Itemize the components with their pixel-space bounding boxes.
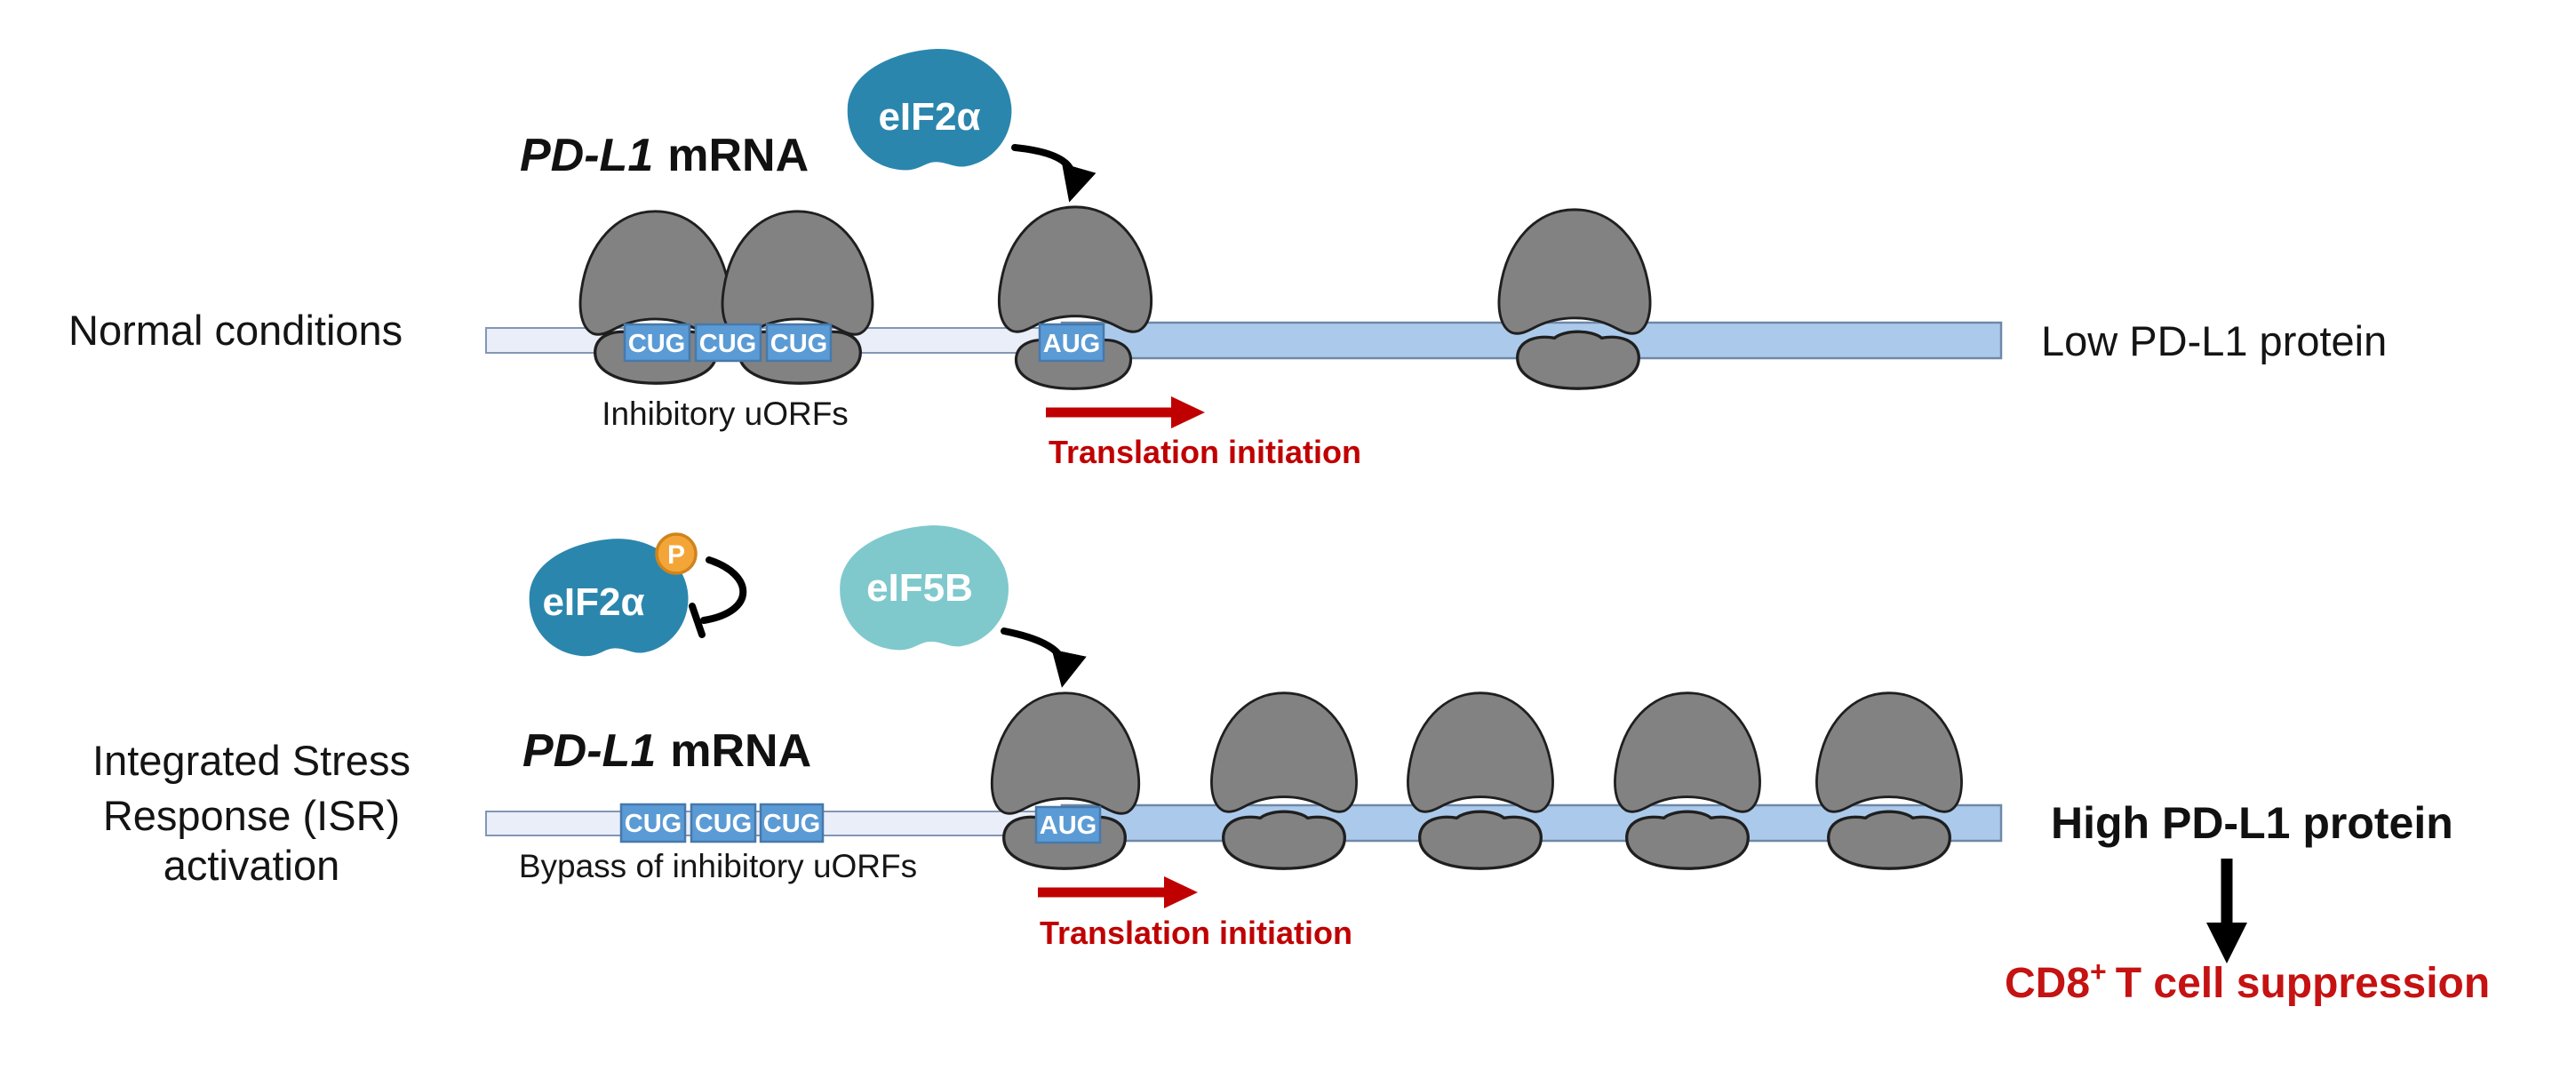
translation-initiation-caption-bottom: Translation initiation	[1040, 915, 1352, 951]
translation-arrowhead-bottom	[1164, 876, 1198, 908]
cug-box	[765, 323, 833, 363]
ribosome	[1624, 810, 1751, 870]
cug-label: CUG	[699, 330, 756, 358]
inhibitory-uorfs-caption: Inhibitory uORFs	[602, 396, 849, 432]
eif5b-delivery-arrow	[1001, 627, 1087, 688]
cug-box	[759, 803, 825, 843]
cug-label: CUG	[763, 810, 820, 838]
inhibition-arc	[700, 556, 747, 624]
translation-arrowhead-top	[1171, 396, 1205, 428]
ribosome	[721, 210, 874, 336]
ribosome	[1515, 330, 1641, 390]
cd8-rest: T cell suppression	[2116, 960, 2490, 1007]
ribosome	[1417, 810, 1543, 870]
ribosome	[1407, 691, 1554, 813]
aug-box	[1038, 323, 1105, 363]
uorf-codon-boxes-bottom: CUG CUG CUG	[619, 803, 825, 843]
ribosome	[1221, 810, 1347, 870]
cd8-t-cell-suppression-label: CD8+ T cell suppression	[2005, 955, 2490, 1007]
isr-label-line3: activation	[163, 842, 340, 889]
mrna-word: mRNA	[667, 130, 809, 181]
phosphate-label: P	[667, 540, 685, 570]
ribosome	[1497, 208, 1652, 335]
cug-box	[619, 803, 687, 843]
cd8-prefix: CD8	[2005, 960, 2090, 1007]
ribosome	[1614, 691, 1761, 813]
ribosome	[1815, 691, 1963, 813]
cug-label: CUG	[770, 330, 827, 358]
cug-label: CUG	[625, 810, 682, 838]
cug-box	[690, 803, 757, 843]
inhibition-tbar	[689, 603, 706, 638]
eif2a-label: eIF2α	[878, 95, 980, 139]
aug-label: AUG	[1043, 330, 1100, 358]
translation-initiation-caption-top: Translation initiation	[1049, 434, 1361, 470]
ribosome	[990, 691, 1141, 815]
phosphate-circle	[655, 532, 698, 575]
aug-box	[1034, 805, 1102, 844]
low-pdl1-protein-label: Low PD-L1 protein	[2041, 317, 2387, 364]
ribosome	[578, 210, 732, 336]
high-pdl1-protein-label: High PD-L1 protein	[2051, 798, 2453, 848]
gene-name: PD-L1	[522, 725, 656, 777]
cug-label: CUG	[695, 810, 752, 838]
eif2a-delivery-arrow	[1011, 144, 1097, 203]
pdl1-mrna-label-bottom: PD-L1 mRNA	[522, 725, 811, 777]
eif2a-phospho-label: eIF2α	[542, 580, 644, 624]
cug-label: CUG	[628, 330, 685, 358]
gene-name: PD-L1	[520, 130, 653, 181]
isr-condition-label: Integrated Stress Response (ISR) activat…	[92, 737, 411, 889]
uorf-codon-boxes-top: CUG CUG CUG	[623, 323, 833, 363]
aug-label: AUG	[1040, 811, 1097, 840]
eif5b-label: eIF5B	[866, 566, 973, 610]
pdl1-mrna-label-top: PD-L1 mRNA	[520, 130, 809, 181]
cug-box	[694, 323, 762, 363]
cd8-superscript-plus: +	[2090, 955, 2107, 987]
normal-conditions-label: Normal conditions	[68, 307, 403, 354]
consequence-arrowhead	[2206, 923, 2247, 963]
cug-box	[623, 323, 691, 363]
ribosome	[1826, 810, 1952, 870]
ribosome	[997, 205, 1153, 333]
bypass-uorfs-caption: Bypass of inhibitory uORFs	[519, 848, 917, 884]
isr-label-line1: Integrated Stress	[92, 737, 411, 784]
mrna-word: mRNA	[670, 725, 811, 777]
ribosome	[1210, 691, 1358, 813]
isr-label-line2: Response (ISR)	[103, 792, 400, 839]
